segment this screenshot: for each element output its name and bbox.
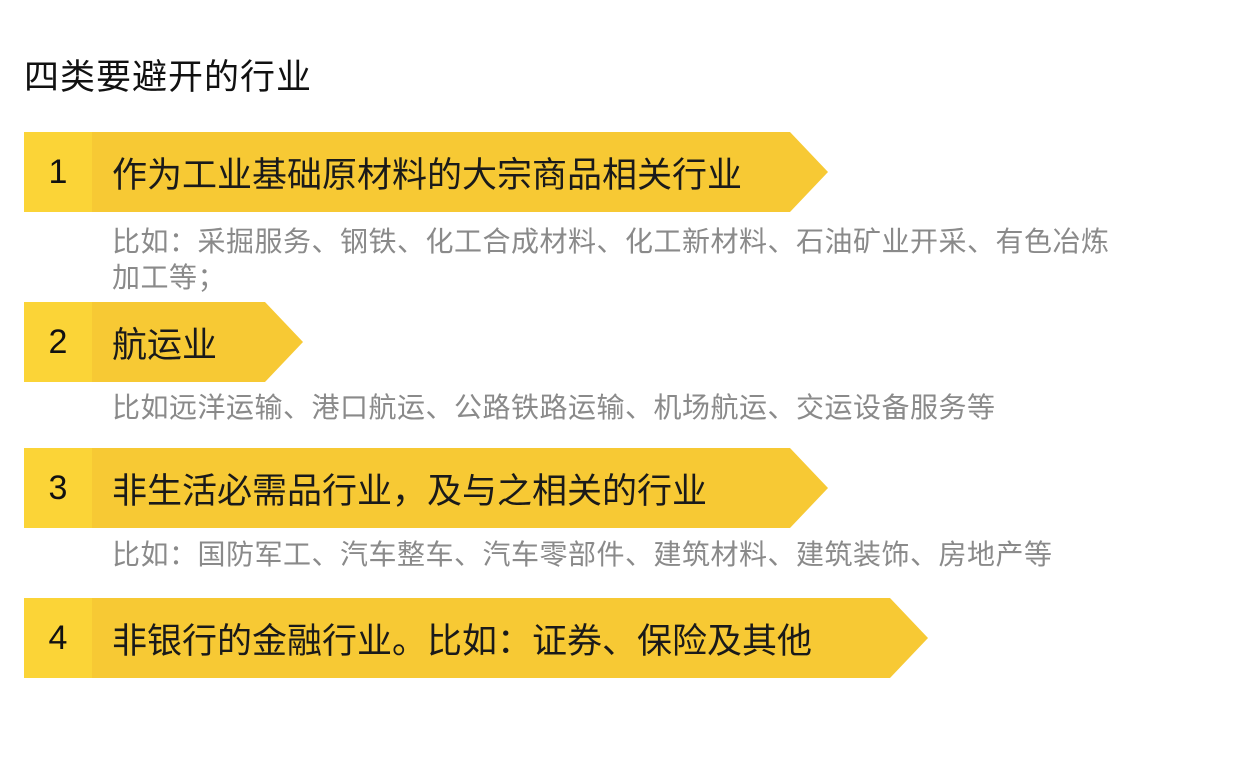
- item-number-3: 3: [24, 448, 92, 528]
- item-banner-2: 2 航运业: [24, 302, 303, 382]
- arrow-tip-icon: [790, 448, 828, 528]
- arrow-tip-icon: [265, 302, 303, 382]
- item-heading-2: 航运业: [92, 302, 265, 382]
- item-heading-4: 非银行的金融行业。比如：证券、保险及其他: [92, 598, 890, 678]
- item-description-2: 比如远洋运输、港口航运、公路铁路运输、机场航运、交运设备服务等: [112, 390, 996, 426]
- item-banner-3: 3 非生活必需品行业，及与之相关的行业: [24, 448, 828, 528]
- item-description-3: 比如：国防军工、汽车整车、汽车零部件、建筑材料、建筑装饰、房地产等: [112, 537, 1053, 573]
- arrow-tip-icon: [890, 598, 928, 678]
- item-number-2: 2: [24, 302, 92, 382]
- item-description-3-line-1: 比如：国防军工、汽车整车、汽车零部件、建筑材料、建筑装饰、房地产等: [112, 538, 1053, 571]
- item-banner-1: 1 作为工业基础原材料的大宗商品相关行业: [24, 132, 828, 212]
- item-heading-1: 作为工业基础原材料的大宗商品相关行业: [92, 132, 790, 212]
- item-number-4: 4: [24, 598, 92, 678]
- item-description-2-line-1: 比如远洋运输、港口航运、公路铁路运输、机场航运、交运设备服务等: [112, 391, 996, 424]
- item-description-1: 比如：采掘服务、钢铁、化工合成材料、化工新材料、石油矿业开采、有色冶炼 加工等；: [112, 224, 1110, 296]
- item-heading-3: 非生活必需品行业，及与之相关的行业: [92, 448, 790, 528]
- item-banner-4: 4 非银行的金融行业。比如：证券、保险及其他: [24, 598, 928, 678]
- item-number-1: 1: [24, 132, 92, 212]
- item-description-1-line-2: 加工等；: [112, 261, 227, 294]
- page-title: 四类要避开的行业: [24, 58, 313, 98]
- arrow-tip-icon: [790, 132, 828, 212]
- item-description-1-line-1: 比如：采掘服务、钢铁、化工合成材料、化工新材料、石油矿业开采、有色冶炼: [112, 225, 1110, 258]
